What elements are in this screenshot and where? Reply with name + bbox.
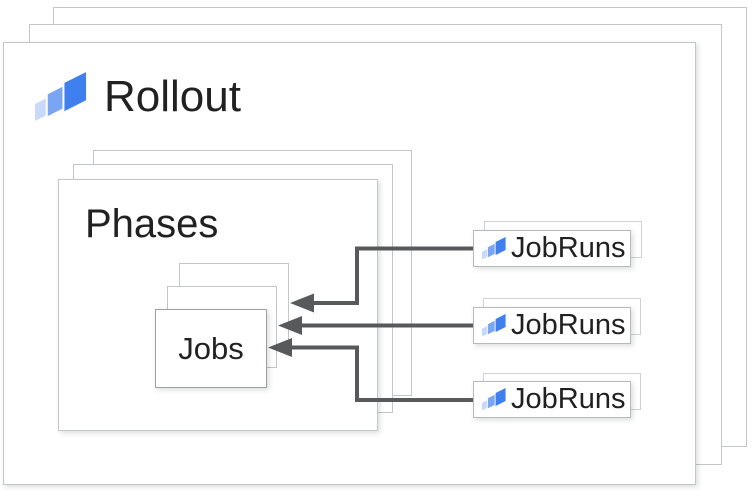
jobs-card-front: Jobs <box>155 309 267 388</box>
jobruns-layers-icon <box>481 236 507 261</box>
jobruns-layers-icon <box>481 387 507 412</box>
jobruns-card-1: JobRuns <box>473 230 631 267</box>
phases-title: Phases <box>85 202 219 246</box>
jobruns-card-3: JobRuns <box>473 381 631 418</box>
jobruns-label: JobRuns <box>511 232 626 264</box>
jobruns-layers-icon <box>481 313 507 338</box>
jobruns-label: JobRuns <box>511 309 626 341</box>
jobruns-card-2: JobRuns <box>473 307 631 344</box>
rollout-title: Rollout <box>104 71 241 121</box>
jobruns-label: JobRuns <box>511 383 626 415</box>
rollout-header: Rollout <box>33 69 241 124</box>
jobs-title: Jobs <box>178 331 244 366</box>
rollout-layers-icon <box>33 69 88 124</box>
